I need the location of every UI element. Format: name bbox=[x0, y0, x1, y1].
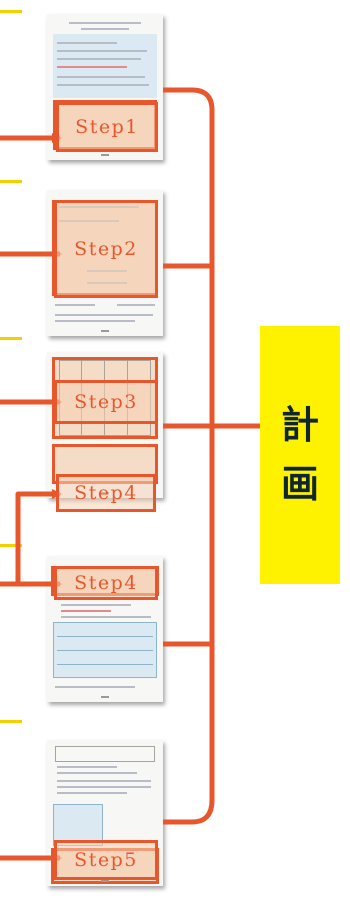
arrow-step4 bbox=[0, 489, 62, 587]
marker-dash bbox=[0, 544, 22, 547]
marker-dash bbox=[0, 10, 22, 13]
badge-char-2: 画 bbox=[280, 462, 319, 506]
marker-dash bbox=[0, 720, 22, 723]
step1-label: Step1 bbox=[56, 102, 158, 152]
plan-badge: 計 画 bbox=[260, 326, 340, 584]
step2-label: Step2 bbox=[54, 200, 158, 298]
marker-dash bbox=[0, 180, 22, 183]
bracket-path bbox=[163, 87, 215, 825]
marker-dash bbox=[0, 337, 22, 340]
step3-label: Step3 bbox=[54, 380, 158, 424]
step4-label-second: Step4 bbox=[54, 566, 158, 600]
step4-label: Step4 bbox=[56, 474, 156, 512]
badge-char-1: 計 bbox=[280, 403, 319, 448]
step5-label: Step5 bbox=[54, 840, 158, 880]
